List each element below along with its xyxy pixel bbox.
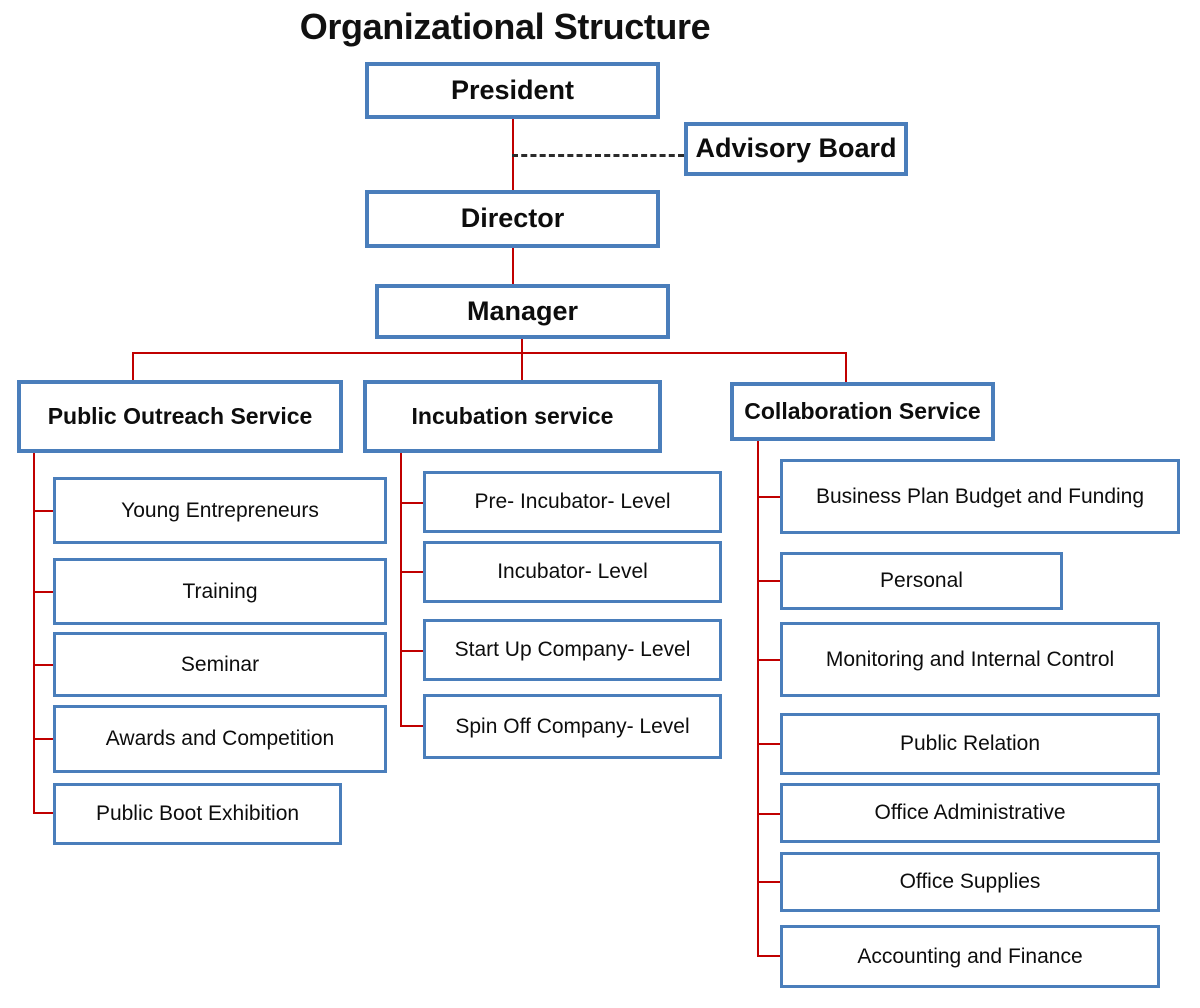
node-office-supplies[interactable]: Office Supplies xyxy=(780,852,1160,912)
node-training-label: Training xyxy=(182,579,258,603)
connector-stub-business-plan-budget-and-funding xyxy=(757,496,781,498)
connector-stub-awards-and-competition xyxy=(33,738,54,740)
node-manager[interactable]: Manager xyxy=(375,284,670,339)
node-public-relation-label: Public Relation xyxy=(899,732,1041,756)
node-manager-label: Manager xyxy=(466,295,579,326)
node-public-relation[interactable]: Public Relation xyxy=(780,713,1160,775)
connector-stub-office-administrative xyxy=(757,813,781,815)
node-collaboration-service-label: Collaboration Service xyxy=(744,397,981,424)
node-awards-and-competition[interactable]: Awards and Competition xyxy=(53,705,387,773)
connector-stub-young-entrepreneurs xyxy=(33,510,54,512)
node-office-administrative[interactable]: Office Administrative xyxy=(780,783,1160,843)
node-young-entrepreneurs-label: Young Entrepreneurs xyxy=(121,498,319,522)
connector-public-outreach-spine xyxy=(33,452,35,813)
connector-president-advisory-dashed xyxy=(512,154,684,157)
node-seminar[interactable]: Seminar xyxy=(53,632,387,697)
node-office-supplies-label: Office Supplies xyxy=(899,870,1041,894)
connector-stub-accounting-and-finance xyxy=(757,955,781,957)
node-president[interactable]: President xyxy=(365,62,660,119)
node-incubator-level-label: Incubator- Level xyxy=(497,560,648,584)
node-office-administrative-label: Office Administrative xyxy=(874,801,1066,825)
node-training[interactable]: Training xyxy=(53,558,387,625)
node-monitoring-and-internal-control-label: Monitoring and Internal Control xyxy=(825,647,1115,671)
node-business-plan-budget-and-funding-label: Business Plan Budget and Funding xyxy=(815,484,1145,508)
node-start-up-company-level[interactable]: Start Up Company- Level xyxy=(423,619,722,681)
node-spin-off-company-level[interactable]: Spin Off Company- Level xyxy=(423,694,722,759)
node-director-label: Director xyxy=(460,203,565,234)
node-personal[interactable]: Personal xyxy=(780,552,1063,610)
connector-stub-office-supplies xyxy=(757,881,781,883)
page-title: Organizational Structure xyxy=(299,6,711,47)
node-advisory-board-label: Advisory Board xyxy=(695,133,897,164)
node-spin-off-company-level-label: Spin Off Company- Level xyxy=(455,714,690,738)
connector-manager-bus xyxy=(521,337,523,354)
node-public-boot-exhibition[interactable]: Public Boot Exhibition xyxy=(53,783,342,845)
connector-bus-incubation xyxy=(521,352,523,382)
node-monitoring-and-internal-control[interactable]: Monitoring and Internal Control xyxy=(780,622,1160,697)
node-pre-incubator-level[interactable]: Pre- Incubator- Level xyxy=(423,471,722,533)
node-incubation-service[interactable]: Incubation service xyxy=(363,380,662,453)
node-incubator-level[interactable]: Incubator- Level xyxy=(423,541,722,603)
connector-stub-spin-off-company-level xyxy=(400,725,424,727)
node-public-outreach-service-label: Public Outreach Service xyxy=(47,402,313,429)
node-public-outreach-service[interactable]: Public Outreach Service xyxy=(17,380,343,453)
connector-incubation-spine xyxy=(400,452,402,726)
connector-stub-incubator-level xyxy=(400,571,424,573)
node-awards-and-competition-label: Awards and Competition xyxy=(105,727,335,751)
connector-stub-pre-incubator-level xyxy=(400,502,424,504)
node-advisory-board[interactable]: Advisory Board xyxy=(684,122,908,176)
connector-stub-public-boot-exhibition xyxy=(33,812,54,814)
connector-stub-start-up-company-level xyxy=(400,650,424,652)
node-accounting-and-finance[interactable]: Accounting and Finance xyxy=(780,925,1160,988)
node-start-up-company-level-label: Start Up Company- Level xyxy=(454,638,691,662)
connector-stub-training xyxy=(33,591,54,593)
connector-collaboration-spine xyxy=(757,440,759,956)
node-public-boot-exhibition-label: Public Boot Exhibition xyxy=(95,802,300,826)
node-young-entrepreneurs[interactable]: Young Entrepreneurs xyxy=(53,477,387,544)
node-collaboration-service[interactable]: Collaboration Service xyxy=(730,382,995,441)
connector-bus-public-outreach xyxy=(132,352,134,382)
node-incubation-service-label: Incubation service xyxy=(411,402,614,429)
connector-stub-monitoring-and-internal-control xyxy=(757,659,781,661)
node-president-label: President xyxy=(450,74,575,105)
node-personal-label: Personal xyxy=(880,569,963,593)
node-business-plan-budget-and-funding[interactable]: Business Plan Budget and Funding xyxy=(780,459,1180,534)
node-director[interactable]: Director xyxy=(365,190,660,248)
connector-stub-seminar xyxy=(33,664,54,666)
connector-director-manager xyxy=(512,247,514,286)
node-pre-incubator-level-label: Pre- Incubator- Level xyxy=(474,490,671,514)
connector-stub-public-relation xyxy=(757,743,781,745)
node-accounting-and-finance-label: Accounting and Finance xyxy=(857,944,1083,968)
connector-stub-personal xyxy=(757,580,781,582)
connector-services-bus xyxy=(132,352,846,354)
node-seminar-label: Seminar xyxy=(180,652,260,676)
connector-bus-collaboration xyxy=(845,352,847,383)
